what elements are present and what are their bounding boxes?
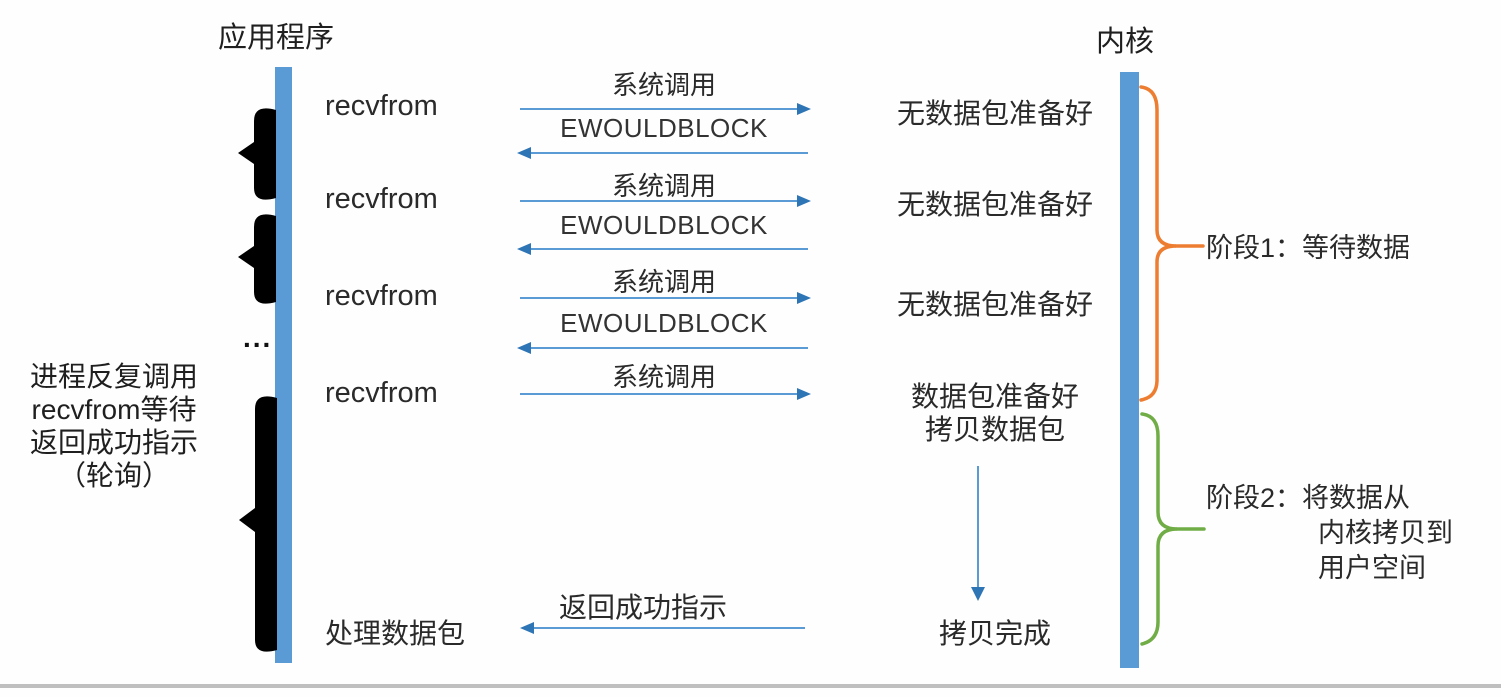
ewouldblock-arrow-1: [517, 147, 808, 159]
stage2-brace: [1140, 412, 1206, 646]
syscall-arrow-2: [520, 195, 811, 207]
syscall-label-3: 系统调用: [611, 267, 716, 297]
syscall-label-2: 系统调用: [611, 171, 716, 201]
return-ok-label: 返回成功指示: [558, 592, 727, 623]
syscall-arrow-1: [520, 103, 811, 115]
stage2-label-line-3: 用户空间: [1318, 553, 1426, 583]
syscall-label-1: 系统调用: [611, 70, 716, 100]
kernel-state-data-ready: 数据包准备好: [910, 381, 1079, 412]
stage2-label-line-2: 内核拷贝到: [1318, 518, 1453, 548]
kernel-state-1: 无数据包准备好: [896, 98, 1093, 129]
recvfrom-call-3: recvfrom: [325, 280, 438, 312]
application-column-title: 应用程序: [218, 22, 335, 54]
polling-note-line-3: 返回成功指示: [29, 427, 198, 458]
stage2-label-line-1: 阶段2：将数据从: [1206, 483, 1411, 513]
copy-progress-arrow: [971, 466, 985, 601]
syscall-arrow-4: [520, 388, 811, 400]
recvfrom-call-2: recvfrom: [325, 183, 438, 215]
recvfrom-call-4: recvfrom: [325, 377, 438, 409]
ewouldblock-arrow-2: [517, 243, 808, 255]
bottom-divider: [0, 684, 1501, 688]
kernel-state-2: 无数据包准备好: [896, 189, 1093, 220]
ewouldblock-label-1: EWOULDBLOCK: [560, 113, 768, 143]
process-call-brace-3: [239, 396, 277, 652]
application-timeline-bar: [275, 67, 292, 663]
stage1-label: 阶段1：等待数据: [1206, 233, 1411, 263]
kernel-state-3: 无数据包准备好: [896, 289, 1093, 320]
process-datagram-label: 处理数据包: [325, 618, 466, 649]
copy-complete-label: 拷贝完成: [938, 618, 1051, 649]
ewouldblock-label-2: EWOULDBLOCK: [560, 210, 768, 240]
polling-note: 进程反复调用 recvfrom等待 返回成功指示 （轮询）: [8, 360, 220, 492]
return-ok-arrow: [520, 622, 805, 634]
polling-note-line-4: （轮询）: [57, 460, 170, 491]
stage1-brace: [1139, 85, 1205, 402]
process-call-brace-1: [238, 108, 276, 200]
repeat-ellipsis: ...: [243, 322, 273, 353]
ewouldblock-arrow-3: [517, 342, 808, 354]
syscall-label-4: 系统调用: [611, 362, 716, 392]
kernel-column-title: 内核: [1096, 26, 1155, 58]
ewouldblock-label-3: EWOULDBLOCK: [560, 308, 768, 338]
recvfrom-call-1: recvfrom: [325, 90, 438, 122]
kernel-timeline-bar: [1120, 72, 1139, 668]
polling-note-line-1: 进程反复调用: [29, 361, 198, 392]
stage2-label: 阶段2：将数据从 内核拷贝到 用户空间: [1206, 481, 1453, 586]
process-call-brace-2: [238, 214, 276, 304]
polling-note-line-2: recvfrom等待: [31, 394, 197, 425]
syscall-arrow-3: [520, 292, 811, 304]
kernel-state-copy-datagram: 拷贝数据包: [924, 414, 1065, 445]
